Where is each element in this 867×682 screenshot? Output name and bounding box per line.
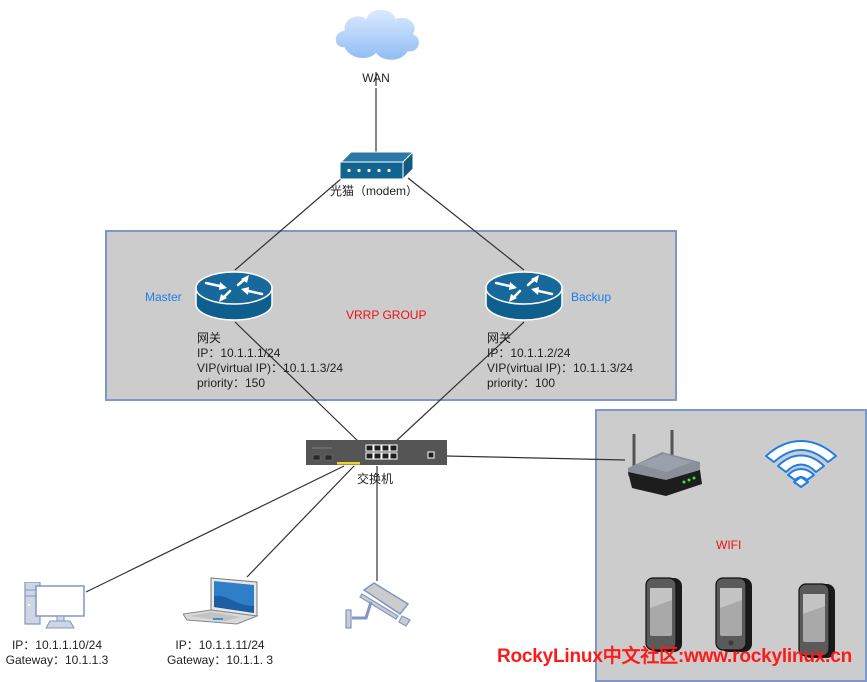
phone-icon — [645, 577, 682, 652]
wireless-router[interactable] — [622, 430, 706, 498]
wan-node[interactable] — [330, 2, 425, 64]
laptop-ip: IP：10.1.1.11/24 — [175, 638, 265, 652]
laptop-icon — [182, 577, 259, 625]
master-line-ip: IP：10.1.1.1/24 — [197, 346, 281, 360]
master-role-label: Master — [145, 290, 182, 304]
backup-line-ip: IP：10.1.1.2/24 — [487, 346, 571, 360]
backup-router[interactable] — [484, 268, 564, 324]
backup-line-vip: VIP(virtual IP)：10.1.1.3/24 — [487, 361, 634, 375]
wireless-router-icon — [628, 430, 702, 496]
phone-3[interactable] — [797, 582, 837, 662]
backup-line-priority: priority：100 — [487, 376, 556, 390]
modem-icon — [339, 150, 415, 181]
wifi-signal — [764, 434, 838, 488]
phone-icon — [715, 577, 752, 652]
modem-node[interactable] — [337, 150, 415, 181]
router-icon — [485, 271, 563, 321]
switch-label: 交换机 — [357, 472, 394, 486]
wan-label: WAN — [362, 71, 390, 85]
watermark-text: RockyLinux中文社区:www.rockylinux.cn — [497, 646, 853, 667]
modem-label: 光猫（modem） — [330, 184, 419, 198]
camera-icon — [345, 582, 411, 629]
desktop-gateway: Gateway：10.1.1.3 — [5, 653, 109, 667]
phone-2[interactable] — [714, 576, 754, 656]
backup-info: 网关 IP：10.1.1.2/24 VIP(virtual IP)：10.1.1… — [487, 331, 633, 391]
wifi-group-label: WIFI — [716, 538, 742, 552]
link-switch-laptop — [246, 465, 355, 578]
desktop-info: IP：10.1.1.10/24 Gateway：10.1.1.3 — [0, 638, 114, 668]
vrrp-group-box — [105, 230, 677, 401]
laptop-client[interactable] — [182, 576, 259, 626]
wifi-signal-icon — [765, 440, 837, 488]
backup-line-name: 网关 — [487, 331, 512, 345]
link-modem-master — [234, 177, 343, 271]
switch-icon — [306, 440, 447, 465]
backup-role-label: Backup — [571, 290, 612, 304]
master-line-priority: priority：150 — [197, 376, 266, 390]
desktop-icon — [24, 581, 85, 629]
vrrp-group-label: VRRP GROUP — [346, 308, 427, 322]
desktop-ip: IP：10.1.1.10/24 — [11, 638, 103, 652]
router-icon — [195, 271, 273, 321]
master-router[interactable] — [194, 268, 274, 324]
master-line-vip: VIP(virtual IP)：10.1.1.3/24 — [197, 361, 344, 375]
master-line-name: 网关 — [197, 331, 222, 345]
camera-device[interactable] — [344, 580, 414, 632]
link-modem-backup — [407, 177, 525, 271]
master-info: 网关 IP：10.1.1.1/24 VIP(virtual IP)：10.1.1… — [197, 331, 343, 391]
switch-node[interactable] — [306, 440, 447, 466]
link-master-switch — [234, 321, 361, 444]
laptop-gateway: Gateway：10.1.1. 3 — [166, 653, 274, 667]
laptop-info: IP：10.1.1.11/24 Gateway：10.1.1. 3 — [160, 638, 280, 668]
desktop-client[interactable] — [24, 581, 86, 630]
phone-1[interactable] — [644, 576, 684, 656]
cloud-icon — [334, 8, 421, 62]
link-switch-wifi-router — [445, 455, 626, 461]
link-switch-desktop — [85, 465, 345, 593]
link-backup-switch — [393, 321, 525, 444]
phone-icon — [798, 583, 835, 658]
